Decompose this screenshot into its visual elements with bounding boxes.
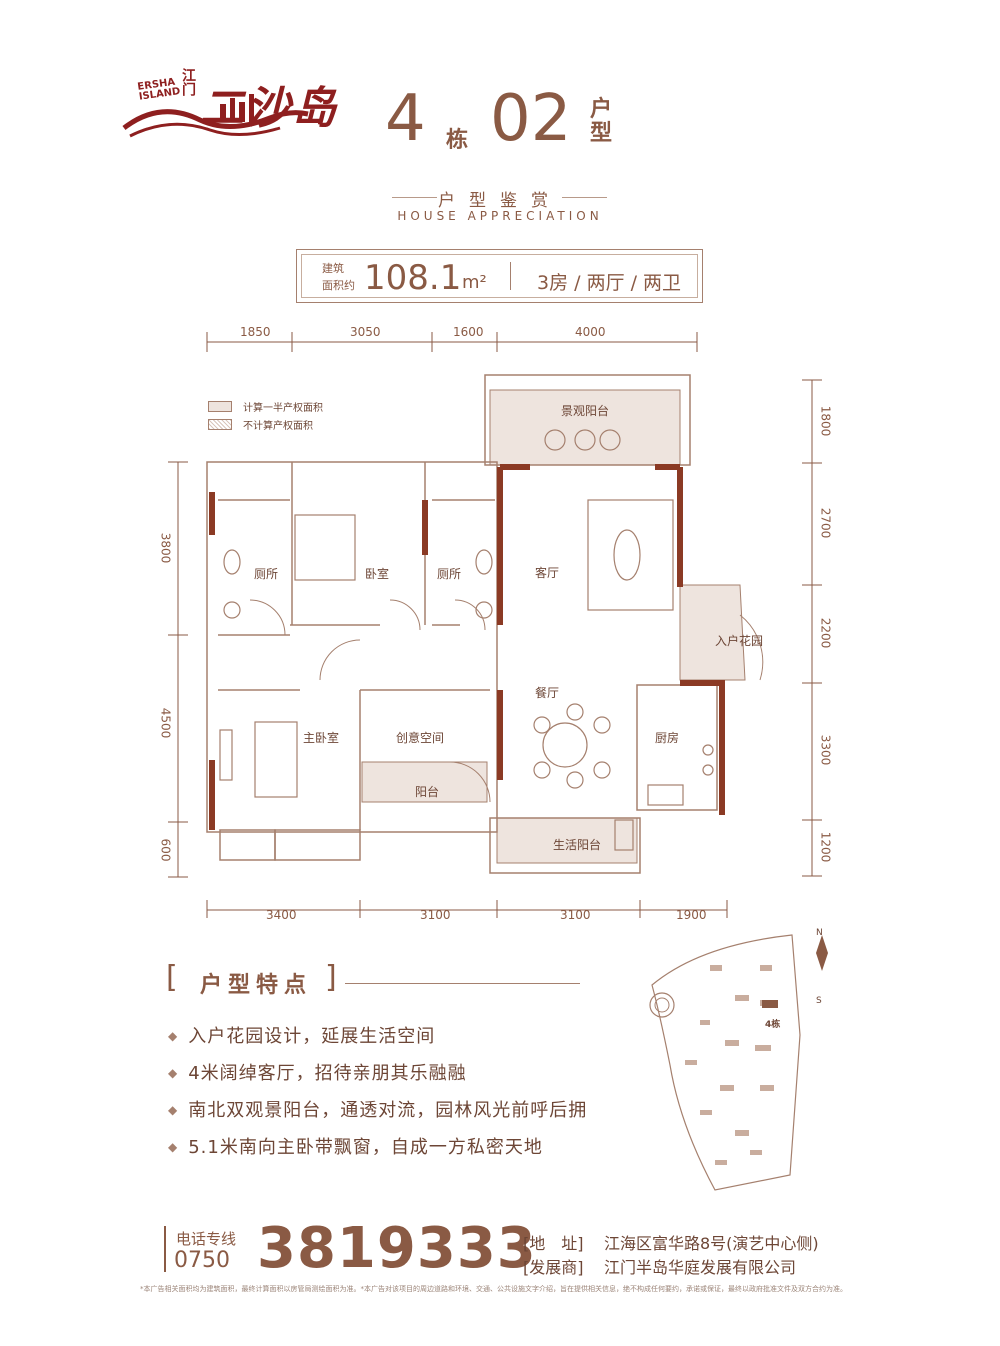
feature-item: ◆ 南北双观景阳台，通透对流，园林风光前呼后拥 xyxy=(168,1096,587,1122)
features-title: 户型特点 xyxy=(200,973,313,998)
dimension-lines xyxy=(168,332,822,918)
area-box-inner xyxy=(301,254,698,298)
tel-area-code: 0750 xyxy=(174,1248,230,1273)
area-label-2: 面积约 xyxy=(322,279,355,292)
compass-north: N xyxy=(816,928,823,938)
logo-jiangmen: 江门 xyxy=(180,68,196,96)
feature-item: ◆ 4米阔绰客厅，招待亲朋其乐融融 xyxy=(168,1059,467,1085)
feature-item: ◆ 入户花园设计，延展生活空间 xyxy=(168,1022,435,1048)
room-living: 客厅 xyxy=(535,566,560,580)
disclaimer: *本广告相关面积均为建筑面积，最终计算面积以房管局测绘面积为准。*本广告对该项目… xyxy=(140,1285,847,1293)
area-divider xyxy=(510,262,511,290)
furniture xyxy=(219,429,714,851)
features-rule xyxy=(345,983,580,984)
dim-top-2: 3050 xyxy=(350,325,381,339)
room-view-balcony: 景观阳台 xyxy=(561,404,610,418)
dim-left-2: 4500 xyxy=(158,707,173,739)
site-map xyxy=(649,934,828,1191)
room-utility-balcony: 生活阳台 xyxy=(553,838,602,852)
bullet-icon: ◆ xyxy=(168,1140,179,1154)
dim-bottom-2: 3100 xyxy=(420,908,451,922)
legend-half-area: 计算一半产权面积 xyxy=(243,403,323,414)
dim-left-1: 3800 xyxy=(158,532,173,564)
developer-value: 江门半岛华庭发展有限公司 xyxy=(604,1258,797,1277)
building-number: 4 xyxy=(385,82,426,156)
logo-chinese: 二沙岛 xyxy=(200,83,338,134)
area-label-1: 建筑 xyxy=(322,262,344,275)
subtitle-english: HOUSE APPRECIATION xyxy=(397,209,603,223)
thick-walls xyxy=(209,464,725,830)
room-creative-space: 创意空间 xyxy=(396,731,445,745)
room-bathroom-1: 厕所 xyxy=(254,567,279,581)
subtitle-line-left xyxy=(392,197,437,198)
room-bedroom: 卧室 xyxy=(365,567,390,581)
tel-number: 3819333 xyxy=(257,1216,537,1281)
legend-swatch-half xyxy=(208,401,232,412)
subtitle-chinese: 户型鉴赏 xyxy=(438,191,562,211)
legend-no-area: 不计算产权面积 xyxy=(243,421,313,432)
dim-bottom-4: 1900 xyxy=(676,908,707,922)
room-configuration: 3房 / 两厅 / 两卫 xyxy=(537,272,682,294)
feature-text: 4米阔绰客厅，招待亲朋其乐融融 xyxy=(188,1063,467,1084)
area-unit: m² xyxy=(462,272,487,293)
feature-text: 5.1米南向主卧带飘窗，自成一方私密天地 xyxy=(188,1137,543,1158)
room-dining: 餐厅 xyxy=(535,686,560,700)
dim-left-3: 600 xyxy=(158,838,173,862)
bullet-icon: ◆ xyxy=(168,1066,179,1080)
unit-number: 02 xyxy=(490,82,572,156)
logo-wave-graphic xyxy=(122,94,309,138)
room-master-bedroom: 主卧室 xyxy=(303,731,340,745)
features-bracket-left: [ xyxy=(166,960,178,995)
address-value: 江海区富华路8号(演艺中心侧) xyxy=(604,1234,819,1253)
map-building-marker xyxy=(762,1000,778,1008)
dim-right-2: 2700 xyxy=(818,507,833,539)
room-entry-garden: 入户花园 xyxy=(715,634,764,648)
dim-bottom-3: 3100 xyxy=(560,908,591,922)
feature-item: ◆ 5.1米南向主卧带飘窗，自成一方私密天地 xyxy=(168,1133,543,1159)
dim-top-3: 1600 xyxy=(453,325,484,339)
area-value: 108.1 xyxy=(364,258,462,298)
compass-south: S xyxy=(816,996,822,1006)
area-box xyxy=(296,249,703,303)
dim-right-4: 3300 xyxy=(818,734,833,766)
tel-bracket xyxy=(164,1226,244,1272)
feature-text: 南北双观景阳台，通透对流，园林风光前呼后拥 xyxy=(188,1100,588,1121)
floor-plan xyxy=(168,332,822,918)
subtitle-line-right xyxy=(562,197,607,198)
bullet-icon: ◆ xyxy=(168,1103,179,1117)
feature-text: 入户花园设计，延展生活空间 xyxy=(188,1026,436,1047)
map-building-label: 4栋 xyxy=(765,1020,781,1030)
legend-swatch-none xyxy=(208,419,232,430)
bullet-icon: ◆ xyxy=(168,1029,179,1043)
room-kitchen: 厨房 xyxy=(655,731,680,745)
dim-right-1: 1800 xyxy=(818,405,833,437)
dim-top-4: 4000 xyxy=(575,325,606,339)
developer-label: [发展商] xyxy=(523,1258,584,1277)
dim-right-5: 1200 xyxy=(818,831,833,863)
dim-right-3: 2200 xyxy=(818,617,833,649)
shaded-areas xyxy=(361,389,746,864)
logo xyxy=(120,60,320,140)
tel-label: 电话专线 xyxy=(176,1230,237,1248)
room-bathroom-2: 厕所 xyxy=(437,567,462,581)
dim-top-1: 1850 xyxy=(240,325,271,339)
building-unit: 栋 xyxy=(446,128,469,153)
features-bracket-right: ] xyxy=(325,960,337,995)
address-label: [地 址] xyxy=(523,1234,584,1253)
unit-label: 户型 xyxy=(590,97,613,146)
dim-bottom-1: 3400 xyxy=(266,908,297,922)
partitions xyxy=(218,499,495,691)
room-balcony: 阳台 xyxy=(415,785,440,799)
